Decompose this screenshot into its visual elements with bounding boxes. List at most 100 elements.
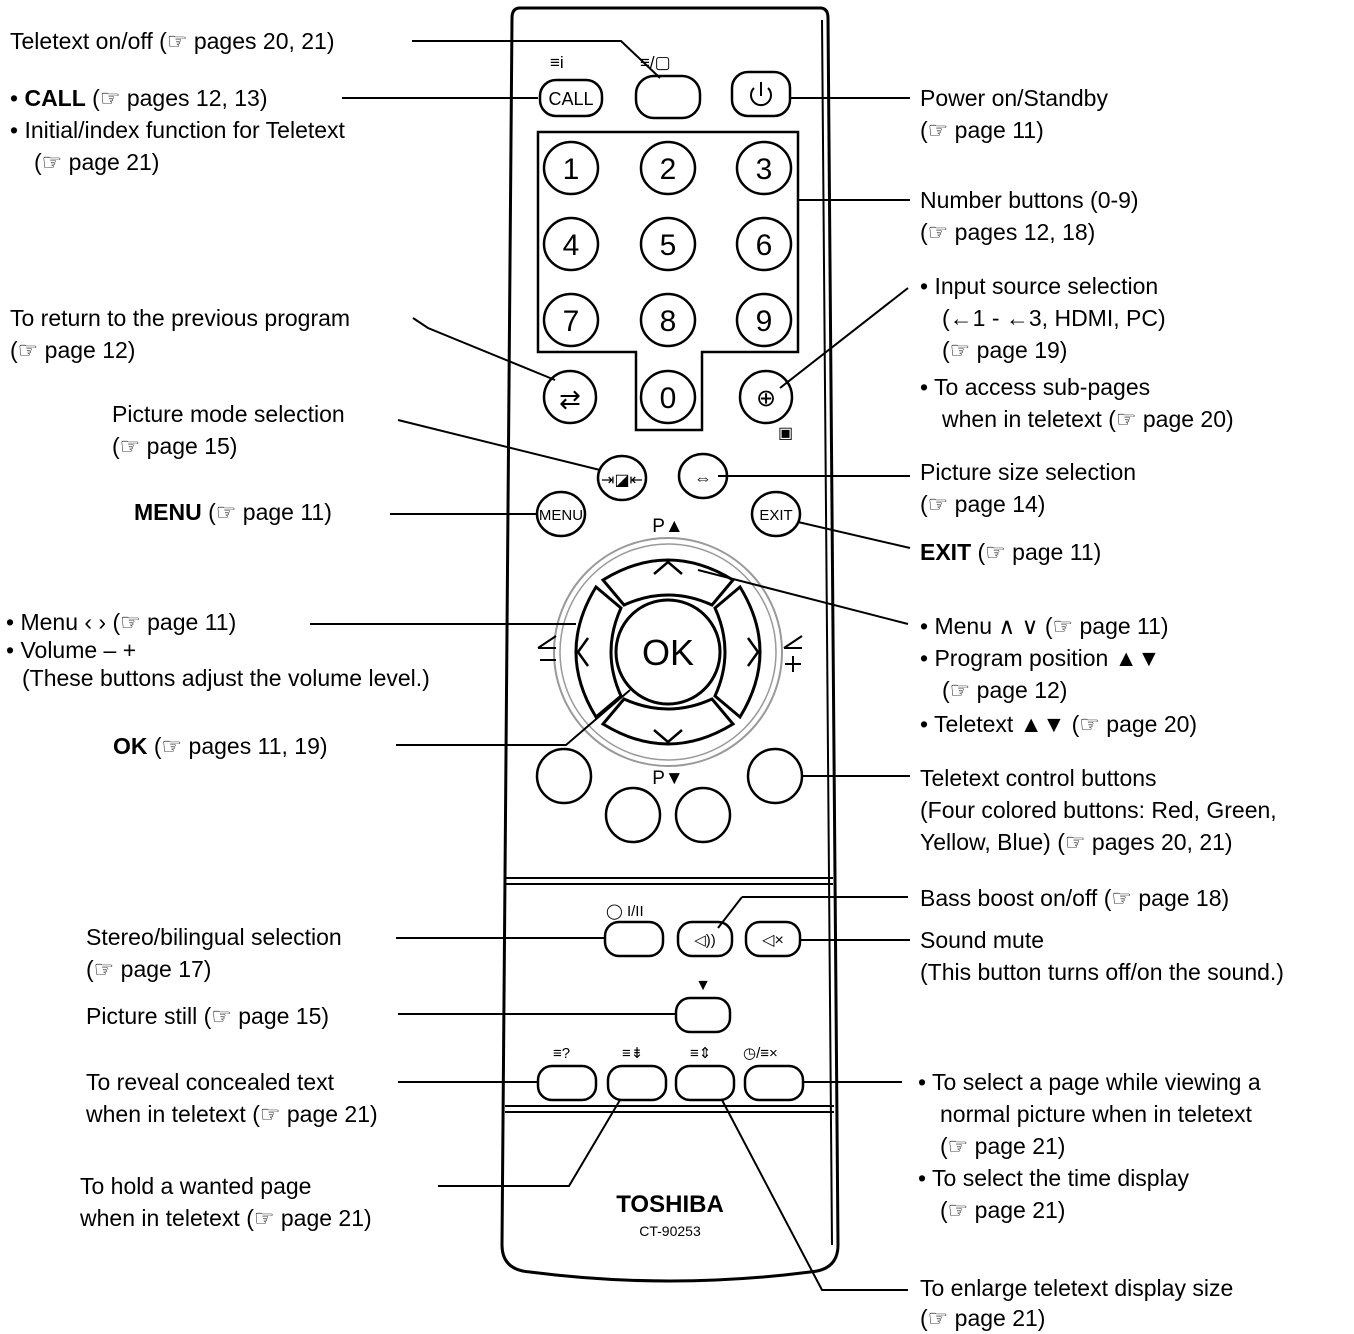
bass-boost-button[interactable] <box>676 920 734 958</box>
picture-size-icon: ⇔ <box>694 468 712 488</box>
yellow-button[interactable] <box>674 786 732 844</box>
label-menu-up-down: • Menu ∧ ∨ (☞ page 11) <box>920 613 1169 639</box>
menu-right-button[interactable] <box>713 584 762 720</box>
label-stereo-ref: (☞ page 17) <box>86 956 212 982</box>
number-button-9[interactable] <box>735 292 793 348</box>
green-button[interactable] <box>604 786 662 844</box>
still-icon: ▼ <box>695 977 711 994</box>
menu-left-button[interactable] <box>574 584 623 720</box>
picture-still-button[interactable] <box>674 996 732 1034</box>
label-input-source: • Input source selection <box>920 273 1159 299</box>
program-up-label: P▲ <box>652 516 683 537</box>
label-picture-size: Picture size selection <box>920 459 1137 485</box>
label-stereo: Stereo/bilingual selection <box>86 924 342 950</box>
chevron-up-icon <box>653 560 683 575</box>
call-button[interactable] <box>538 78 604 118</box>
label-power-ref: (☞ page 11) <box>920 117 1044 143</box>
menu-button-label: MENU <box>539 507 583 524</box>
number-button-1-label: 1 <box>563 153 580 186</box>
label-picture-still: Picture still (☞ page 15) <box>86 1003 330 1029</box>
power-icon <box>750 82 772 107</box>
label-teletext-control-3: Yellow, Blue) (☞ pages 20, 21) <box>920 829 1233 855</box>
picture-mode-button[interactable] <box>596 454 648 502</box>
label-teletext-control: Teletext control buttons <box>920 765 1157 791</box>
number-button-0[interactable] <box>639 369 697 425</box>
leader-lines <box>310 40 911 1291</box>
label-reveal: To reveal concealed text <box>86 1069 335 1095</box>
reveal-icon: ≡? <box>553 1045 570 1062</box>
exit-button-label: EXIT <box>759 507 792 524</box>
chevron-right-icon <box>746 637 760 667</box>
number-button-4-label: 4 <box>563 229 580 262</box>
number-button-3-label: 3 <box>756 153 773 186</box>
number-button-9-label: 9 <box>756 305 773 338</box>
label-menu: MENU (☞ page 11) <box>134 499 332 525</box>
label-reveal-ref: when in teletext (☞ page 21) <box>86 1101 378 1127</box>
stereo-mark: ◯ I/II <box>606 903 644 920</box>
number-button-5[interactable] <box>639 216 697 272</box>
subpage-icon: ▣ <box>778 425 793 442</box>
number-button-2[interactable] <box>639 140 697 196</box>
call-button-label: CALL <box>548 89 593 109</box>
label-hold-ref: when in teletext (☞ page 21) <box>80 1205 372 1231</box>
label-mute: Sound mute <box>920 927 1045 953</box>
label-number-buttons: Number buttons (0-9) <box>920 187 1139 213</box>
label-ok: OK (☞ pages 11, 19) <box>113 733 328 759</box>
label-previous-program-ref: (☞ page 12) <box>10 337 136 363</box>
teletext-toggle-button[interactable] <box>634 74 702 120</box>
time-select-button[interactable] <box>743 1064 805 1102</box>
exit-button[interactable] <box>750 490 802 538</box>
label-picture-mode-ref: (☞ page 15) <box>112 433 238 459</box>
label-time-display: • To select the time display <box>918 1165 1189 1191</box>
chevron-down-icon <box>653 729 683 744</box>
brand-logo: TOSHIBA <box>616 1191 724 1218</box>
label-picture-size-ref: (☞ page 14) <box>920 491 1046 517</box>
label-power: Power on/Standby <box>920 85 1108 111</box>
menu-down-button[interactable] <box>600 697 736 746</box>
label-teletext-control-2: (Four colored buttons: Red, Green, <box>920 797 1277 823</box>
label-menu-left-right: • Menu ‹ › (☞ page 11) <box>6 609 237 635</box>
number-button-6[interactable] <box>735 216 793 272</box>
stereo-button[interactable] <box>603 920 665 958</box>
model-number: CT-90253 <box>639 1223 701 1239</box>
label-volume-note: (These buttons adjust the volume level.) <box>22 665 430 691</box>
label-select-page-ref: (☞ page 21) <box>940 1133 1066 1159</box>
label-bass-boost: Bass boost on/off (☞ page 18) <box>920 885 1230 911</box>
label-exit: EXIT (☞ page 11) <box>920 539 1102 565</box>
label-program-position: • Program position ▲▼ <box>920 645 1161 671</box>
ok-button[interactable] <box>614 598 722 706</box>
input-source-icon: ⊕ <box>756 385 776 412</box>
time-select-icon: ◷/≡× <box>743 1045 778 1062</box>
reveal-button[interactable] <box>536 1064 598 1102</box>
bass-boost-icon: ◁)) <box>694 932 716 949</box>
label-call: • CALL (☞ pages 12, 13) <box>10 85 268 111</box>
hold-button[interactable] <box>606 1064 668 1102</box>
red-button[interactable] <box>535 747 593 805</box>
number-button-2-label: 2 <box>660 153 677 186</box>
number-button-8[interactable] <box>639 292 697 348</box>
number-button-7-label: 7 <box>563 305 580 338</box>
number-button-1[interactable] <box>542 140 600 196</box>
volume-down-icon <box>537 635 557 661</box>
label-call-index: • Initial/index function for Teletext <box>10 117 345 143</box>
input-source-button[interactable] <box>738 369 794 425</box>
number-button-5-label: 5 <box>660 229 677 262</box>
program-down-label: P▼ <box>652 768 683 789</box>
number-button-4[interactable] <box>542 216 600 272</box>
enlarge-button[interactable] <box>674 1064 736 1102</box>
volume-up-icon <box>783 635 803 672</box>
number-button-8-label: 8 <box>660 305 677 338</box>
number-button-6-label: 6 <box>756 229 773 262</box>
number-button-7[interactable] <box>542 292 600 348</box>
hold-icon: ≡⇟ <box>622 1045 643 1062</box>
label-time-display-ref: (☞ page 21) <box>940 1197 1066 1223</box>
label-call-index-ref: (☞ page 21) <box>34 149 160 175</box>
label-mute-note: (This button turns off/on the sound.) <box>920 959 1284 985</box>
number-button-3[interactable] <box>735 140 793 196</box>
return-button[interactable] <box>542 369 598 425</box>
enlarge-icon: ≡⇕ <box>690 1045 711 1062</box>
label-picture-mode: Picture mode selection <box>112 401 345 427</box>
chevron-left-icon <box>576 637 590 667</box>
blue-button[interactable] <box>746 747 804 805</box>
